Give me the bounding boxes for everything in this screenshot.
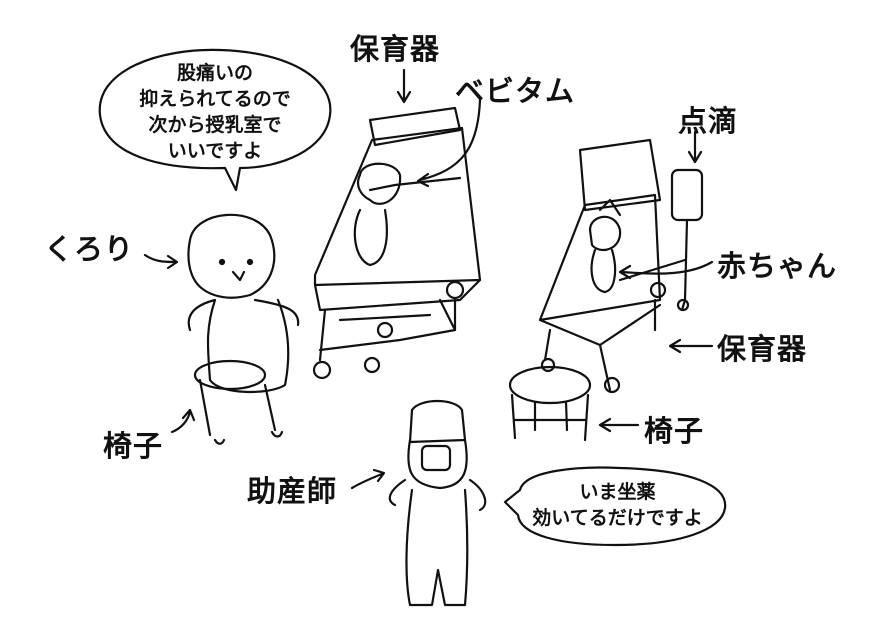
arrow-baby bbox=[618, 260, 714, 280]
label-incubator-right: 保育器 bbox=[717, 332, 808, 366]
label-midwife: 助産師 bbox=[247, 474, 338, 508]
chair-right bbox=[508, 365, 592, 442]
label-chair-left: 椅子 bbox=[103, 429, 164, 463]
bubble-line: いいですよ bbox=[167, 140, 263, 162]
bubble-line: いま坐薬 bbox=[579, 481, 656, 503]
kurori-figure bbox=[187, 213, 300, 393]
incubator-right bbox=[538, 138, 704, 394]
speech-bubble-reply-text: いま坐薬 効いてるだけですよ bbox=[520, 479, 715, 531]
bubble-line: 股痛いの bbox=[176, 62, 253, 84]
arrow-incubator-right bbox=[668, 338, 714, 354]
chair-left bbox=[193, 359, 284, 445]
speech-bubble-reply bbox=[503, 466, 727, 547]
speech-bubble-top bbox=[98, 48, 332, 192]
label-chair-right: 椅子 bbox=[644, 414, 705, 448]
arrow-chair-right bbox=[598, 417, 640, 433]
incubator-left bbox=[312, 106, 482, 380]
arrow-incubator-top bbox=[396, 68, 412, 104]
label-drip: 点滴 bbox=[678, 104, 739, 138]
speech-bubble-top-text: 股痛いの 抑えられてるので 次から授乳室で いいですよ bbox=[120, 60, 310, 164]
arrow-midwife bbox=[350, 468, 386, 490]
arrow-chair-left bbox=[170, 408, 196, 434]
midwife-figure bbox=[388, 399, 487, 607]
arrow-kurori bbox=[143, 253, 179, 270]
label-baby: 赤ちゃん bbox=[717, 249, 838, 283]
bubble-line: 抑えられてるので bbox=[139, 88, 291, 110]
label-incubator-top: 保育器 bbox=[350, 32, 441, 66]
label-bebitamu: ベビタム bbox=[455, 74, 576, 108]
bubble-line: 次から授乳室で bbox=[148, 114, 282, 136]
bubble-line: 効いてるだけですよ bbox=[532, 507, 703, 529]
label-kurori: くろり bbox=[44, 232, 135, 266]
arrow-drip bbox=[687, 130, 703, 164]
